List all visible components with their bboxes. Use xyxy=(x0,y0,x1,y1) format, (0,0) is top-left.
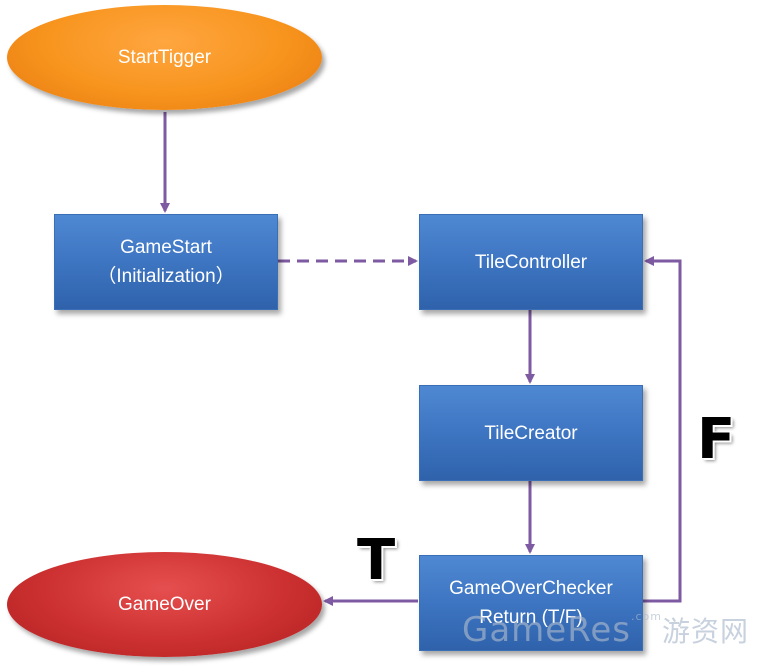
start-trigger-label: StartTigger xyxy=(117,46,212,68)
start-trigger-node: StartTigger xyxy=(7,5,322,110)
game-start-label: GameStart xyxy=(120,237,212,258)
game-start-node: GameStart （Initialization） xyxy=(54,214,278,310)
tile-controller-node: TileController xyxy=(419,214,643,310)
arrow-checker-false-loop xyxy=(643,256,682,603)
tile-creator-label: TileCreator xyxy=(484,422,578,444)
tile-controller-label: TileController xyxy=(474,251,588,273)
game-over-checker-sublabel: Return (T/F) xyxy=(479,607,583,628)
game-start-sublabel: （Initialization） xyxy=(97,266,235,287)
game-over-label: GameOver xyxy=(118,593,211,615)
watermark-suffix: .com xyxy=(630,610,662,623)
tile-creator-node: TileCreator xyxy=(419,385,643,481)
game-over-node: GameOver xyxy=(7,552,322,657)
game-over-checker-node: GameOverChecker Return (T/F) xyxy=(419,555,643,651)
branch-label-true: T xyxy=(357,528,396,593)
watermark-cn: 游资网 xyxy=(661,615,749,648)
watermark-text: GameRes xyxy=(462,610,631,650)
game-over-checker-label: GameOverChecker xyxy=(449,578,613,599)
watermark: GameRes.com游资网 xyxy=(462,610,749,650)
branch-label-false: F xyxy=(697,407,736,472)
